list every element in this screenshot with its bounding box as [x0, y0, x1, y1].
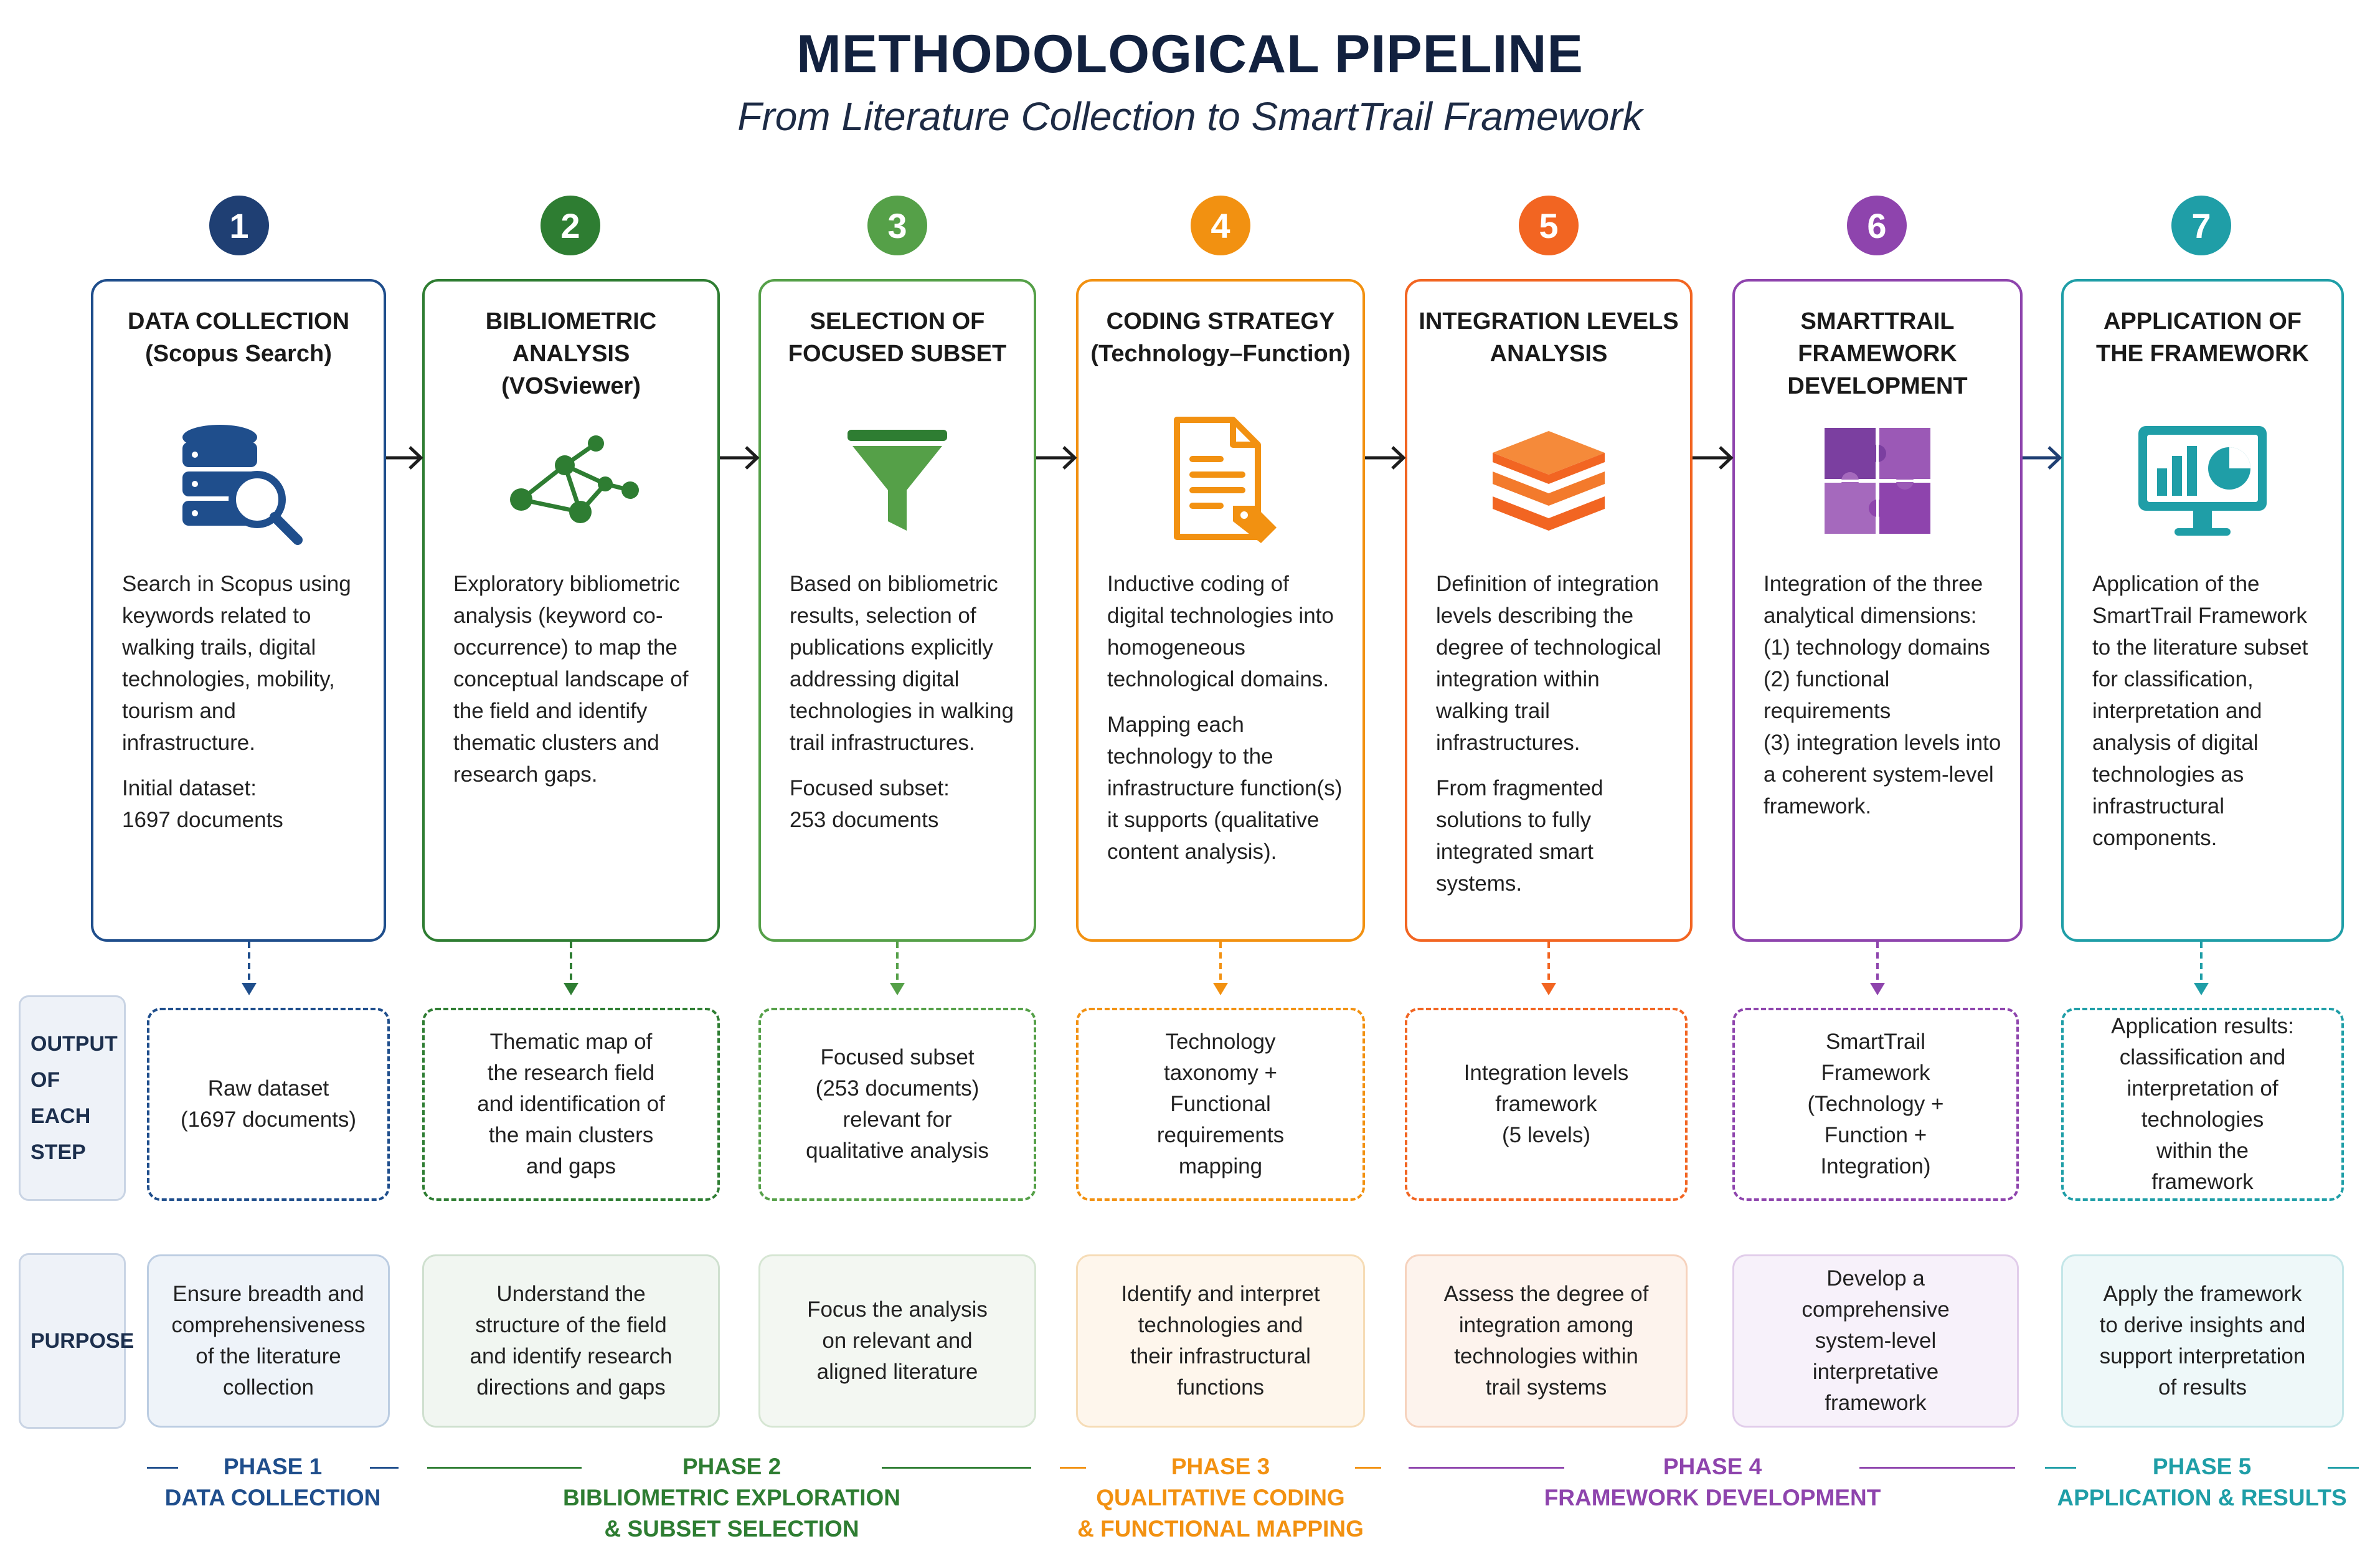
step-description: Inductive coding of digital technologies… [1107, 568, 1348, 881]
step-description-paragraph: Exploratory bibliometric analysis (keywo… [453, 572, 689, 787]
row-label-output: OUTPUT OF EACH STEP [19, 995, 126, 1201]
puzzle-icon [1735, 406, 2020, 556]
phase-5-label: PHASE 5 APPLICATION & RESULTS [2057, 1454, 2347, 1510]
purpose-box: Understand the structure of the field an… [422, 1254, 720, 1428]
step-title: SELECTION OF FOCUSED SUBSET [788, 308, 1007, 367]
step-6-number: 6 [1847, 196, 1907, 255]
purpose-box: Develop a comprehensive system-level int… [1732, 1254, 2019, 1428]
step-description-paragraph: Application of the SmartTrail Framework … [2092, 572, 2308, 850]
phase-3-line [1060, 1467, 1086, 1469]
step-description-paragraph: Integration of the three analytical dime… [1764, 572, 2001, 818]
step-card-focused-subset: SELECTION OF FOCUSED SUBSET Based on bib… [758, 279, 1036, 942]
step-3-number: 3 [867, 196, 927, 255]
phase-1-line [370, 1467, 399, 1469]
step-4-number: 4 [1191, 196, 1250, 255]
output-box: Integration levels framework (5 levels) [1405, 1008, 1688, 1201]
phase-3-line [1355, 1467, 1381, 1469]
step-card-data-collection: DATA COLLECTION (Scopus Search) Search i… [91, 279, 386, 942]
arrow-down-icon [1213, 942, 1228, 995]
row-label-purpose: PURPOSE [19, 1253, 134, 1429]
document-tag-icon [1079, 406, 1362, 556]
phase-2-line [427, 1467, 582, 1469]
arrow-down-icon [1870, 942, 1885, 995]
arrow-down-icon [242, 942, 257, 995]
step-description-paragraph: Definition of integration levels describ… [1436, 572, 1661, 755]
network-graph-icon [425, 406, 717, 556]
step-description-paragraph: Focused subset: 253 documents [790, 776, 950, 832]
step-description-paragraph: Mapping each technology to the infrastru… [1107, 713, 1343, 864]
output-box: Application results: classification and … [2061, 1008, 2344, 1201]
step-title: CODING STRATEGY (Technology–Function) [1090, 308, 1351, 367]
phase-4-line [1409, 1467, 1564, 1469]
phase-3-label: PHASE 3 QUALITATIVE CODING & FUNCTIONAL … [1077, 1454, 1364, 1542]
purpose-box: Assess the degree of integration among t… [1405, 1254, 1688, 1428]
funnel-icon [761, 406, 1034, 556]
phase-1-label: PHASE 1 DATA COLLECTION [164, 1454, 381, 1510]
phase-5-line [2328, 1467, 2359, 1469]
step-description: Integration of the three analytical dime… [1764, 568, 2005, 836]
step-card-bibliometric-analysis: BIBLIOMETRIC ANALYSIS (VOSviewer) Explor… [422, 279, 720, 942]
step-description: Search in Scopus using keywords related … [122, 568, 369, 850]
step-description-paragraph: Inductive coding of digital technologies… [1107, 572, 1334, 691]
database-search-icon [93, 406, 384, 556]
step-1-number: 1 [209, 196, 269, 255]
step-card-application: APPLICATION OF THE FRAMEWORK Application… [2061, 279, 2344, 942]
step-title: BIBLIOMETRIC ANALYSIS (VOSviewer) [485, 308, 657, 399]
step-description: Based on bibliometric results, selection… [790, 568, 1019, 850]
step-5-number: 5 [1519, 196, 1579, 255]
output-box: Thematic map of the research field and i… [422, 1008, 720, 1201]
step-card-coding-strategy: CODING STRATEGY (Technology–Function) In… [1076, 279, 1365, 942]
step-title: APPLICATION OF THE FRAMEWORK [2096, 308, 2309, 367]
page-title: METHODOLOGICAL PIPELINE [796, 24, 1584, 84]
purpose-box: Focus the analysis on relevant and align… [758, 1254, 1036, 1428]
arrow-down-icon [2194, 942, 2209, 995]
layers-icon [1407, 406, 1690, 556]
step-description: Exploratory bibliometric analysis (keywo… [453, 568, 702, 804]
purpose-box: Identify and interpret technologies and … [1076, 1254, 1365, 1428]
arrow-right-icon [1365, 446, 1406, 470]
step-description: Application of the SmartTrail Framework … [2092, 568, 2326, 868]
arrow-down-icon [1541, 942, 1556, 995]
output-box: SmartTrail Framework (Technology + Funct… [1732, 1008, 2019, 1201]
step-card-smarttrail-development: SMARTTRAIL FRAMEWORK DEVELOPMENT Integra… [1732, 279, 2023, 942]
arrow-right-icon [386, 446, 423, 470]
purpose-box: Apply the framework to derive insights a… [2061, 1254, 2344, 1428]
step-description-paragraph: Based on bibliometric results, selection… [790, 572, 1014, 755]
step-description-paragraph: Initial dataset: 1697 documents [122, 776, 283, 832]
step-2-number: 2 [541, 196, 600, 255]
step-7-number: 7 [2171, 196, 2231, 255]
phase-2-line [882, 1467, 1031, 1469]
step-card-integration-levels: INTEGRATION LEVELS ANALYSIS Definition o… [1405, 279, 1693, 942]
output-box: Technology taxonomy + Functional require… [1076, 1008, 1365, 1201]
arrow-right-icon [2023, 446, 2062, 470]
step-description: Definition of integration levels describ… [1436, 568, 1675, 913]
step-title: INTEGRATION LEVELS ANALYSIS [1419, 308, 1679, 367]
arrow-right-icon [1693, 446, 1734, 470]
output-box: Raw dataset (1697 documents) [147, 1008, 390, 1201]
arrow-right-icon [720, 446, 760, 470]
dashboard-monitor-icon [2064, 406, 2341, 556]
arrow-right-icon [1036, 446, 1077, 470]
phase-4-label: PHASE 4 FRAMEWORK DEVELOPMENT [1544, 1454, 1881, 1510]
step-title: SMARTTRAIL FRAMEWORK DEVELOPMENT [1787, 308, 1968, 399]
phase-5-line [2045, 1467, 2076, 1469]
step-description-paragraph: From fragmented solutions to fully integ… [1436, 776, 1603, 896]
phase-4-line [1859, 1467, 2015, 1469]
phase-1-line [147, 1467, 178, 1469]
purpose-box: Ensure breadth and comprehensiveness of … [147, 1254, 390, 1428]
arrow-down-icon [890, 942, 905, 995]
phase-2-label: PHASE 2 BIBLIOMETRIC EXPLORATION & SUBSE… [563, 1454, 900, 1542]
step-title: DATA COLLECTION (Scopus Search) [127, 308, 350, 367]
arrow-down-icon [564, 942, 578, 995]
step-description-paragraph: Search in Scopus using keywords related … [122, 572, 351, 755]
page-subtitle: From Literature Collection to SmartTrail… [737, 94, 1643, 139]
output-box: Focused subset (253 documents) relevant … [758, 1008, 1036, 1201]
